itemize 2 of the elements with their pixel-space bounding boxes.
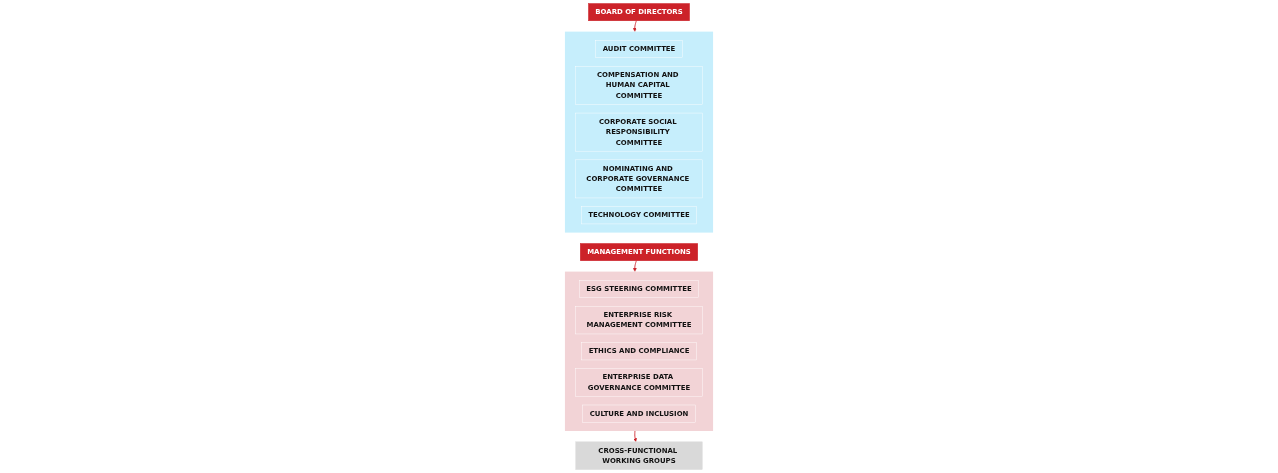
cluster (564, 271, 714, 431)
cluster (564, 31, 714, 233)
